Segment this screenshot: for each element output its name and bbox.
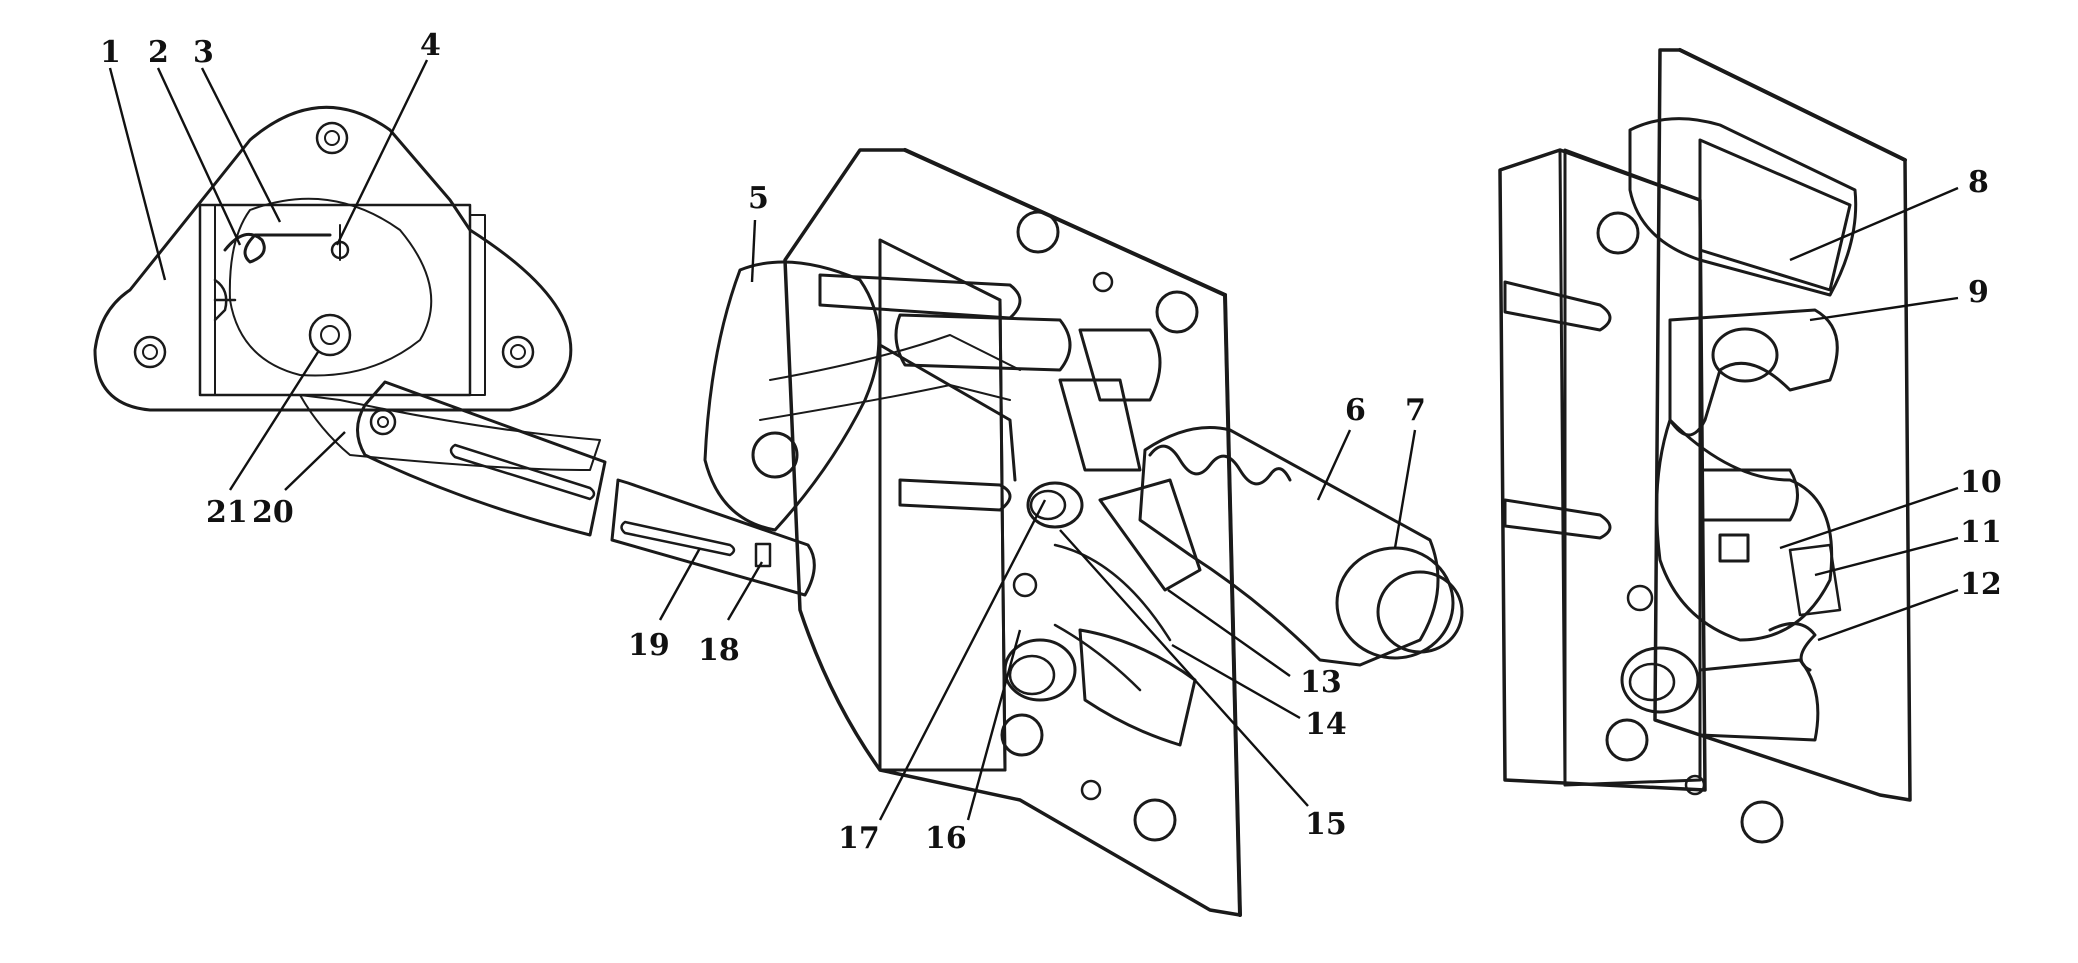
hole-1 (1016, 210, 1060, 254)
callout-10: 10 (1960, 465, 2002, 500)
right-back-plate (1653, 48, 1912, 802)
plate-window (198, 203, 472, 397)
callout-9: 9 (1968, 275, 1989, 310)
rubber-bumper (1628, 117, 1858, 297)
rod-slot-2 (620, 520, 736, 557)
catch-block (1078, 628, 1197, 747)
right-hole-1 (1596, 211, 1640, 255)
callout-12: 12 (1960, 567, 2002, 602)
callout-14: 14 (1305, 707, 1347, 742)
right-hole-3 (1684, 774, 1706, 796)
callout-4: 4 (420, 28, 441, 63)
lever-hole (751, 431, 799, 479)
callout-16: 16 (925, 821, 967, 856)
plate-hole-right (501, 335, 535, 369)
rod-segment-2 (610, 478, 816, 597)
leader-lines (108, 59, 1959, 821)
ratchet-teeth (1788, 543, 1842, 617)
slot-lower (898, 478, 1012, 512)
hole-3 (1155, 290, 1199, 334)
left-mounting-plate-assembly (93, 105, 573, 412)
callout-13: 13 (1300, 665, 1342, 700)
ratchet-wedge (1098, 478, 1202, 592)
callout-labels: 1 2 3 4 5 6 7 8 9 10 11 12 13 14 15 16 1… (100, 28, 2002, 856)
callout-15: 15 (1305, 807, 1347, 842)
rod-rivet (369, 408, 397, 436)
rod-segment-1 (356, 380, 607, 537)
square-window (1718, 533, 1750, 563)
right-slot-upper (1503, 280, 1612, 332)
triangular-plate (93, 105, 573, 412)
plate-hole-left (133, 335, 167, 369)
spring-wire (223, 232, 332, 264)
hole-4 (1000, 713, 1044, 757)
upper-pin (1026, 481, 1084, 529)
callout-8: 8 (1968, 165, 1989, 200)
center-back-plate (783, 148, 1242, 917)
callout-6: 6 (1345, 393, 1366, 428)
pivot-lever (703, 260, 881, 532)
callout-5: 5 (748, 181, 769, 216)
rotor-disc (228, 197, 433, 377)
callout-1: 1 (100, 35, 121, 70)
callout-11: 11 (1960, 515, 2002, 550)
right-flange (1498, 148, 1707, 792)
hole-5 (1080, 779, 1102, 801)
pivot-axle (308, 313, 352, 357)
spring-barrel (1138, 426, 1440, 667)
right-striker-assembly (1498, 48, 1912, 844)
callout-17: 17 (838, 821, 880, 856)
right-slot-lower (1503, 498, 1612, 540)
rotor-slot (1698, 468, 1799, 522)
callout-18: 18 (698, 633, 740, 668)
center-lock-assembly (703, 148, 1464, 917)
hole-2 (1092, 271, 1114, 293)
callout-2: 2 (148, 35, 169, 70)
latch-hook (1668, 308, 1839, 437)
right-hole-2 (1605, 718, 1649, 762)
callout-20: 20 (252, 495, 294, 530)
link-rod (299, 380, 816, 597)
rod-end-stud (754, 542, 772, 568)
cam-housing (1058, 378, 1142, 472)
small-stud (1012, 572, 1038, 598)
lower-pin (1003, 638, 1077, 702)
hole-6 (1133, 798, 1177, 842)
callout-21: 21 (206, 495, 248, 530)
callout-7: 7 (1405, 393, 1426, 428)
right-lower-block (1698, 658, 1820, 742)
callout-19: 19 (628, 628, 670, 663)
left-hook (213, 278, 237, 322)
plunger-cap (1376, 570, 1464, 654)
rod-slot-1 (449, 443, 596, 501)
coil-spring (1148, 444, 1292, 486)
u-bracket (894, 313, 1072, 372)
plate-hole-top (315, 121, 349, 155)
right-hole-4 (1740, 800, 1784, 844)
callout-3: 3 (193, 35, 214, 70)
right-roller (1620, 646, 1700, 714)
rotor-body (1655, 418, 1834, 642)
